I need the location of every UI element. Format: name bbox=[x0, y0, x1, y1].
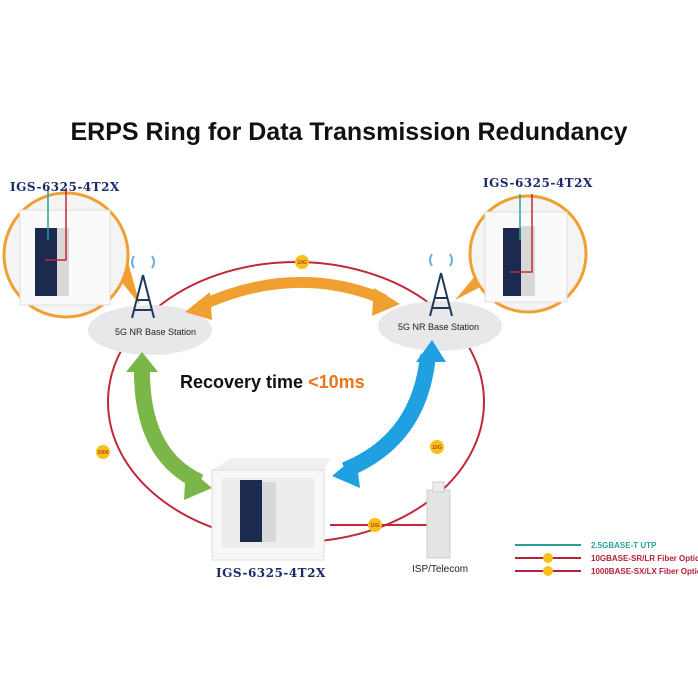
bottom-box-top bbox=[212, 458, 330, 470]
badge-right-text: 10G bbox=[432, 445, 442, 451]
legend-line-1g bbox=[515, 566, 581, 576]
legend-label: 2.5GBASE-T UTP bbox=[591, 540, 657, 550]
legend-label: 10GBASE-SR/LR Fiber Optic bbox=[591, 553, 698, 563]
legend-line-utp bbox=[515, 544, 581, 546]
badge-isp: 10G bbox=[368, 518, 382, 532]
blue-arrowhead-up bbox=[416, 340, 446, 362]
base-station-left-cloud bbox=[88, 305, 212, 355]
orange-arrowhead-right bbox=[372, 288, 400, 316]
orange-arrowhead-left bbox=[185, 292, 212, 320]
badge-isp-text: 10G bbox=[370, 523, 380, 529]
base-station-left-label: 5G NR Base Station bbox=[115, 327, 197, 337]
badge-right: 10G bbox=[430, 440, 444, 454]
isp-label: ISP/Telecom bbox=[412, 564, 469, 575]
isp-building-icon bbox=[426, 481, 451, 559]
legend-line-10g bbox=[515, 553, 581, 563]
badge-left-text: 1000 bbox=[97, 450, 108, 456]
switch-bottom-heatsink bbox=[262, 482, 276, 542]
switch-bottom-model: IGS-6325-4T2X bbox=[216, 566, 326, 580]
recovery-time: Recovery time <10ms bbox=[180, 372, 365, 393]
switch-left-heatsink bbox=[57, 228, 69, 296]
legend-item-1g: 1000BASE-SX/LX Fiber Optic bbox=[515, 565, 698, 577]
green-arrowhead-up bbox=[126, 352, 158, 372]
switch-left-model: IGS-6325-4T2X bbox=[10, 180, 120, 194]
base-station-right-label: 5G NR Base Station bbox=[398, 322, 480, 332]
legend-item-utp: 2.5GBASE-T UTP bbox=[515, 539, 656, 551]
tower-left-icon bbox=[131, 255, 155, 319]
recovery-label: Recovery time bbox=[180, 372, 304, 392]
tower-right-icon bbox=[429, 253, 453, 317]
badge-top: 10G bbox=[295, 255, 309, 269]
diagram-title: ERPS Ring for Data Transmission Redundan… bbox=[70, 118, 628, 146]
base-station-right-cloud bbox=[378, 301, 502, 351]
badge-left: 1000 bbox=[96, 445, 110, 459]
orange-double-arrow bbox=[197, 276, 388, 312]
switch-left-device bbox=[35, 228, 57, 296]
badge-top-text: 10G bbox=[297, 260, 307, 266]
switch-right-device bbox=[503, 228, 521, 296]
legend-label: 1000BASE-SX/LX Fiber Optic bbox=[591, 566, 698, 576]
legend-dot-icon bbox=[543, 566, 553, 576]
switch-right-model: IGS-6325-4T2X bbox=[483, 176, 593, 190]
switch-right-heatsink bbox=[521, 226, 535, 296]
blue-arrow bbox=[341, 354, 436, 478]
switch-bottom-device bbox=[240, 480, 262, 542]
green-arrowhead-down bbox=[184, 466, 212, 500]
blue-arrowhead-down bbox=[332, 456, 360, 488]
recovery-value: <10ms bbox=[308, 372, 365, 392]
legend-item-10g: 10GBASE-SR/LR Fiber Optic bbox=[515, 552, 698, 564]
legend-dot-icon bbox=[543, 553, 553, 563]
